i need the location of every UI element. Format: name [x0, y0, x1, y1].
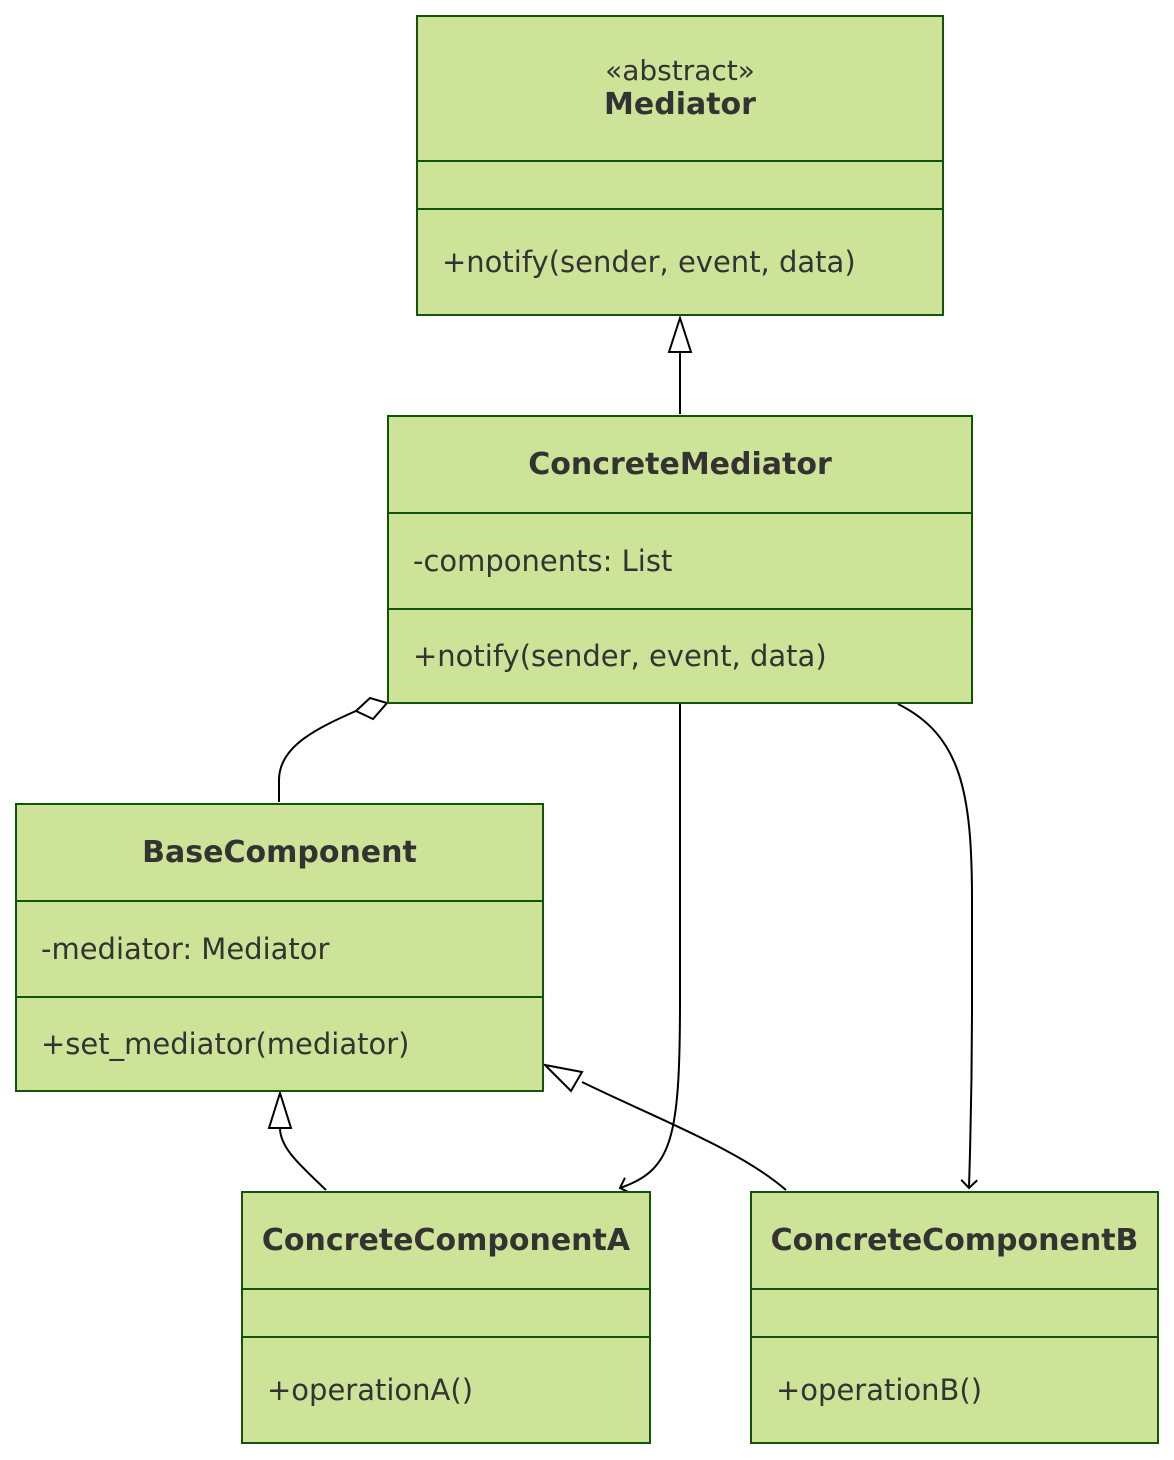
edge-basecomponent-aggregated-by-concretemediator — [278, 696, 389, 802]
class-attributes: -components: List — [389, 514, 971, 610]
class-box-base-component: BaseComponent -mediator: Mediator +set_m… — [15, 803, 544, 1092]
class-header: ConcreteComponentA — [243, 1193, 649, 1290]
class-attributes: -mediator: Mediator — [17, 902, 542, 998]
class-name: ConcreteMediator — [528, 446, 832, 482]
edge-concretecomponentb-inherits-basecomponent — [542, 1063, 787, 1191]
class-methods: +operationB() — [776, 1373, 983, 1407]
class-methods: +notify(sender, event, data) — [442, 245, 856, 279]
class-attributes — [752, 1290, 1157, 1338]
class-box-concrete-mediator: ConcreteMediator -components: List +noti… — [387, 415, 973, 704]
edge-concretemediator-to-concretecomponentb — [897, 703, 978, 1190]
class-box-concrete-component-a: ConcreteComponentA +operationA() — [241, 1191, 651, 1444]
inheritance-arrowhead — [667, 314, 693, 353]
class-attributes — [243, 1290, 649, 1338]
aggregation-diamond — [354, 696, 389, 721]
class-header: «abstract» Mediator — [418, 17, 942, 162]
class-methods: +operationA() — [267, 1373, 474, 1407]
class-name: ConcreteComponentB — [770, 1222, 1139, 1258]
class-box-mediator: «abstract» Mediator +notify(sender, even… — [416, 15, 944, 316]
edge-concretemediator-to-concretecomponenta — [618, 704, 681, 1194]
class-methods: +set_mediator(mediator) — [41, 1027, 410, 1061]
class-stereotype: «abstract» — [605, 53, 755, 87]
inheritance-arrowhead — [542, 1063, 584, 1093]
class-header: ConcreteComponentB — [752, 1193, 1157, 1290]
class-name: ConcreteComponentA — [261, 1222, 631, 1258]
class-name: BaseComponent — [142, 834, 417, 870]
class-header: ConcreteMediator — [389, 417, 971, 514]
class-box-concrete-component-b: ConcreteComponentB +operationB() — [750, 1191, 1159, 1444]
class-header: BaseComponent — [17, 805, 542, 902]
edge-concretemediator-inherits-mediator — [667, 314, 693, 414]
class-attributes — [418, 162, 942, 210]
class-name: Mediator — [604, 87, 756, 123]
edge-concretecomponenta-inherits-basecomponent — [267, 1089, 327, 1191]
class-methods: +notify(sender, event, data) — [413, 639, 827, 673]
inheritance-arrowhead — [267, 1089, 293, 1129]
